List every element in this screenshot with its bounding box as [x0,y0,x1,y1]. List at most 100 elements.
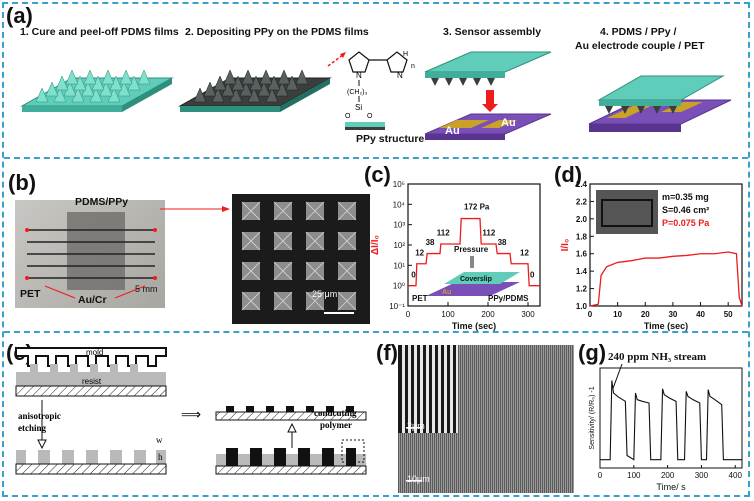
stripe [550,345,551,493]
au-cr-label: Au/Cr [78,294,107,306]
stripe [418,433,419,493]
mold-label: mold [86,348,103,357]
inset-au-label: Au [442,289,451,296]
stripe [528,345,529,493]
svg-text:H: H [403,51,408,58]
scale-bar [406,427,422,429]
pyramid [137,69,151,85]
y-tick-label: 1.6 [576,250,588,259]
stripe [526,345,527,493]
pyramid [241,69,255,85]
step-1-text: 1. Cure and peel-off PDMS films [20,26,179,38]
scale-2um: 2μm [407,421,425,431]
stripe [432,433,433,493]
panel-label-b: (b) [8,170,37,195]
stripe [426,345,429,433]
pyramid [259,69,273,85]
pyramid [295,69,309,85]
stripe [558,345,559,493]
stripe [462,345,463,493]
stripe [440,433,441,493]
svg-text:N: N [397,71,403,80]
scale-bar [406,480,422,482]
panel-label-g: (g) [578,340,607,365]
series-line [589,251,743,307]
panel-label-c: (c) [364,162,391,187]
stripe [512,345,513,493]
y-axis-label: ΔI/I₀ [370,235,381,255]
step-3-text: 3. Sensor assembly [443,26,542,38]
stripe [568,345,569,493]
x-tick-label: 200 [661,471,675,480]
stripe [560,345,561,493]
svg-text:⟹: ⟹ [181,406,201,422]
y-tick-label: 10⁴ [393,200,406,209]
pyramid [277,69,291,85]
chart-title: 240 ppm NH₃ stream [608,351,706,363]
x-tick-label: 400 [729,471,743,480]
ppy-coated-film-illustration [178,69,332,112]
x-tick-label: 10 [613,310,622,319]
y-tick-label: 10⁻¹ [389,302,405,311]
y-tick-label: 2.2 [576,197,588,206]
stripe [538,345,539,493]
stripe [500,345,501,493]
pressure-label: 0 [411,271,416,280]
stripe [432,345,435,433]
stripe [492,345,493,493]
stripe [460,345,461,493]
pyramid [119,69,133,85]
resist-label: resist [82,377,102,386]
inset-pet-label: PET [412,294,428,303]
stripe [444,433,445,493]
stripe [448,433,449,493]
y-axis-label: I/I₀ [560,239,571,252]
stripe [518,345,519,493]
stripe [540,345,541,493]
y-tick-label: 2.4 [576,180,588,189]
x-axis-label: Time (sec) [644,321,688,331]
stripe [408,433,409,493]
stripe [570,345,571,493]
stripe [552,345,553,493]
stripe [438,433,439,493]
y-tick-label: 1.0 [576,302,588,311]
stripe [472,345,473,493]
inset-pet [426,282,520,296]
x-tick-label: 40 [696,310,705,319]
pressure-label: 172 Pa [464,203,490,212]
stripe [406,433,407,493]
stripe [436,433,437,493]
pyramid [83,69,97,85]
final-device-illustration [588,75,732,132]
stripe [554,345,555,493]
scale-bar [324,312,354,314]
conducting-label: condcuting [314,408,357,418]
svg-text:O: O [367,113,373,120]
pressure-label: 0 [530,271,535,280]
stripe [504,345,505,493]
stripe [522,345,523,493]
x-tick-label: 300 [695,471,709,480]
etching-label: etching [18,423,46,433]
stripe [452,433,453,493]
stripe [502,345,503,493]
stripe [562,345,563,493]
x-tick-label: 30 [668,310,677,319]
y-tick-label: 10⁰ [393,282,405,291]
pressure-label: 12 [520,249,529,258]
stripe [458,345,459,493]
stripe [430,433,431,493]
x-tick-label: 0 [406,310,411,319]
stripe [496,345,497,493]
scale-10um: 10μm [407,474,430,484]
scale-5mm: 5 mm [135,284,158,294]
mass-label: m=0.35 mg [662,192,709,202]
scale-25um: 25 μm [312,289,338,299]
inset-ppy-label: PPy/PDMS [488,294,529,303]
panel-label-d: (d) [554,162,583,187]
stripe [514,345,515,493]
